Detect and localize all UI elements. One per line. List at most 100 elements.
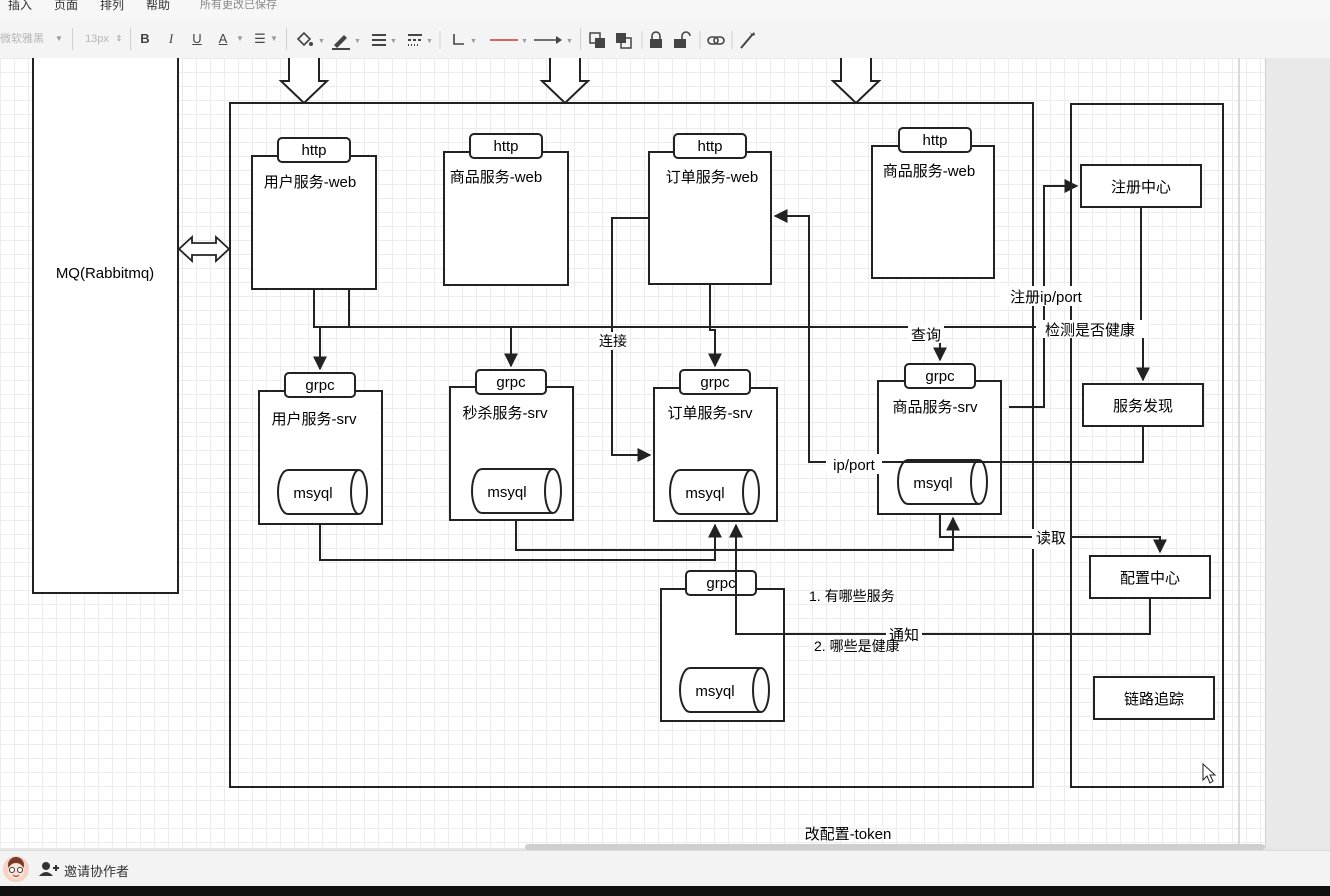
line-end-arrow-icon[interactable] (534, 36, 562, 44)
chevron-down-icon[interactable]: ▼ (318, 38, 325, 45)
line-style-icon[interactable] (408, 34, 422, 46)
web-service-goods: http 商品服务-web (443, 133, 569, 286)
format-painter-icon[interactable] (740, 32, 755, 49)
chevron-down-icon[interactable]: ▼ (521, 38, 528, 45)
infra-container[interactable] (1070, 103, 1224, 788)
align-icon[interactable]: ☰ (254, 31, 266, 46)
database-label: msyql (293, 485, 332, 502)
register-label: 注册ip/port (1010, 289, 1083, 306)
http-tag[interactable] (469, 133, 543, 159)
add-user-icon[interactable] (38, 861, 60, 877)
chevron-down-icon[interactable]: ▼ (426, 38, 433, 45)
font-size-input[interactable]: 13px (85, 33, 109, 45)
separator (580, 28, 581, 50)
grpc-tag[interactable] (475, 369, 547, 395)
web-service-box[interactable] (443, 151, 569, 286)
srv-service-name: 秒杀服务-srv (463, 405, 548, 422)
send-to-back-icon[interactable] (616, 33, 632, 49)
separator (130, 28, 131, 50)
lock-icon[interactable] (650, 31, 662, 48)
srv-service-seckill: grpc 秒杀服务-srv msyql (449, 369, 574, 521)
chevron-down-icon[interactable]: ▼ (270, 34, 278, 43)
srv-service-user: grpc 用户服务-srv msyql (258, 372, 383, 525)
grpc-tag[interactable] (685, 570, 757, 596)
web-service-box[interactable] (871, 145, 995, 279)
database-cylinder[interactable] (471, 468, 562, 514)
srv-service-name: 用户服务-srv (272, 411, 357, 428)
invite-collaborator-button[interactable]: 邀请协作者 (64, 864, 130, 879)
connector-style-icon[interactable] (453, 34, 464, 45)
ip-port-label: ip/port (833, 457, 876, 474)
connector-line[interactable] (313, 289, 1150, 382)
connector-line[interactable] (319, 523, 722, 561)
chevron-down-icon[interactable]: ▼ (566, 38, 573, 45)
database-cylinder[interactable] (679, 667, 770, 713)
block-arrow-down[interactable] (278, 58, 330, 105)
grpc-tag-label: grpc (706, 575, 736, 592)
menu-help[interactable]: 帮助 (146, 0, 171, 12)
toolbar: 微软雅黑 ▼ 13px ⇕ B I U A ▼ ☰ ▼ ▼ ▼ ▼ ▼ ▼ ▼ … (0, 20, 1330, 59)
bold-button[interactable]: B (140, 31, 150, 46)
separator (286, 28, 287, 50)
stepper-icon[interactable]: ⇕ (115, 34, 123, 43)
block-arrow-down[interactable] (539, 58, 591, 105)
chevron-down-icon[interactable]: ▼ (390, 38, 397, 45)
menu-arrange[interactable]: 排列 (100, 0, 125, 12)
note-healthy: 2. 哪些是健康 (814, 638, 900, 654)
chevron-down-icon[interactable]: ▼ (354, 38, 361, 45)
horizontal-scrollbar[interactable] (525, 844, 1265, 850)
link-icon[interactable] (707, 36, 725, 45)
avatar[interactable] (2, 855, 30, 883)
web-service-order: http 订单服务-web (648, 133, 772, 285)
grpc-tag-label: grpc (496, 374, 526, 391)
bring-to-front-icon[interactable] (589, 32, 605, 48)
grpc-tag[interactable] (904, 363, 976, 389)
database-cylinder[interactable] (669, 469, 760, 515)
menu-page[interactable]: 页面 (54, 0, 79, 12)
web-service-name: 商品服务-web (450, 169, 543, 186)
mq-box[interactable] (32, 58, 179, 594)
cursor-icon (1202, 762, 1217, 784)
underline-button[interactable]: U (192, 31, 202, 46)
http-tag-label: http (697, 138, 722, 155)
font-color-button[interactable]: A (218, 31, 228, 46)
http-tag[interactable] (673, 133, 747, 159)
bottom-bar: 邀请协作者 (0, 850, 1330, 887)
bottom-note: 改配置-token (805, 826, 892, 843)
chevron-down-icon[interactable]: ▼ (470, 38, 477, 45)
web-service-box[interactable] (251, 155, 377, 290)
diagram-canvas[interactable]: MQ(Rabbitmq) http 用户服务-web http 商品服务-web… (0, 58, 1265, 848)
connector-line[interactable] (515, 516, 960, 551)
grpc-tag[interactable] (284, 372, 356, 398)
config-label: 配置中心 (1120, 570, 1180, 587)
srv-service-order: grpc 订单服务-srv msyql (653, 369, 778, 522)
services-container[interactable] (229, 102, 1034, 788)
connector-line[interactable] (708, 284, 722, 368)
http-tag[interactable] (277, 137, 351, 163)
tracing-box[interactable] (1093, 676, 1215, 720)
http-tag[interactable] (898, 127, 972, 153)
connector-line[interactable] (773, 209, 1144, 463)
connector-line[interactable] (729, 523, 1151, 635)
database-label: msyql (695, 683, 734, 700)
web-service-name: 商品服务-web (883, 163, 976, 180)
registry-box[interactable] (1080, 164, 1202, 208)
block-arrow-down[interactable] (830, 58, 882, 105)
font-family-select[interactable]: 微软雅黑 (0, 33, 44, 45)
page-edge (1238, 58, 1240, 848)
database-cylinder[interactable] (277, 469, 368, 515)
line-weight-icon[interactable] (372, 34, 386, 46)
line-color-icon[interactable] (332, 35, 350, 50)
grpc-tag[interactable] (679, 369, 751, 395)
discovery-label: 服务发现 (1113, 398, 1173, 415)
menu-bar: 插入 页面 排列 帮助 所有更改已保存 (0, 0, 1330, 20)
double-arrow[interactable] (177, 234, 231, 264)
web-service-name: 用户服务-web (264, 174, 357, 191)
menu-insert[interactable]: 插入 (8, 0, 33, 12)
note-services: 1. 有哪些服务 (809, 588, 895, 604)
unlock-icon[interactable] (674, 31, 691, 48)
chevron-down-icon[interactable]: ▼ (55, 34, 63, 43)
chevron-down-icon[interactable]: ▼ (236, 34, 244, 43)
italic-button[interactable]: I (168, 31, 174, 46)
fill-color-icon[interactable] (296, 31, 313, 47)
